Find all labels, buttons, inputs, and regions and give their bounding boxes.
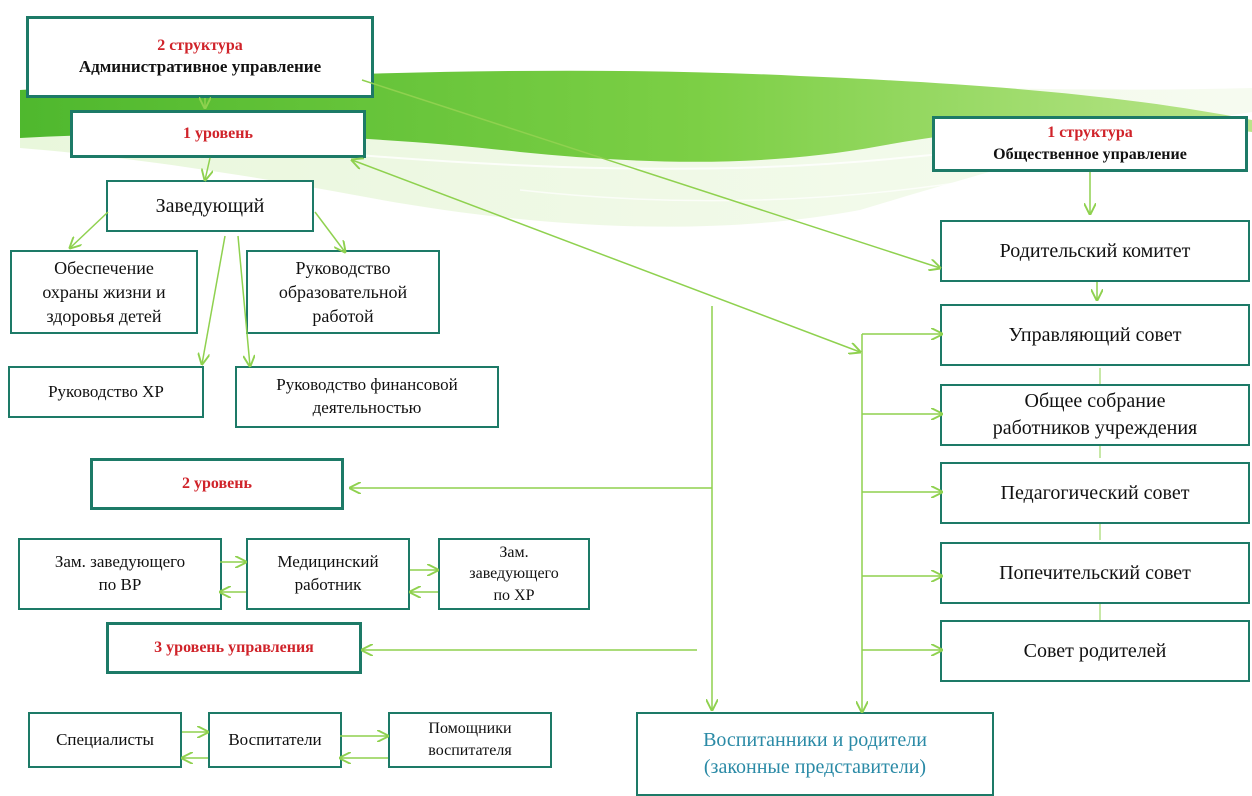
head-box: Заведующий [106,180,314,232]
unit-deputy-vr-box: Зам. заведующего по ВР [18,538,222,610]
body-general-meeting: Общее собрание работников учреждения [940,384,1250,446]
unit-household-box: Руководство ХР [8,366,204,418]
level-1-box: 1 уровень [70,110,366,158]
unit-safety-box: Обеспечение охраны жизни и здоровья дете… [10,250,198,334]
unit-educators-box: Воспитатели [208,712,342,768]
admin-structure-subtitle: Административное управление [78,57,322,77]
unit-medical-box: Медицинский работник [246,538,410,610]
unit-education-box: Руководство образовательной работой [246,250,440,334]
unit-specialists-box: Специалисты [28,712,182,768]
level-3-box: 3 уровень управления [106,622,362,674]
body-trustee-council: Попечительский совет [940,542,1250,604]
body-governing-council: Управляющий совет [940,304,1250,366]
admin-structure-box: 2 структура Административное управление [26,16,374,98]
level-2-box: 2 уровень [90,458,344,510]
admin-structure-title: 2 структура [157,36,243,54]
body-parents-committee: Родительский комитет [940,220,1250,282]
body-parents-council: Совет родителей [940,620,1250,682]
body-pedagogical-council: Педагогический совет [940,462,1250,524]
public-structure-box: 1 структура Общественное управление [932,116,1248,172]
pupils-and-parents-box: Воспитанники и родители (законные предст… [636,712,994,796]
unit-deputy-hr-box: Зам. заведующего по ХР [438,538,590,610]
unit-assistants-box: Помощники воспитателя [388,712,552,768]
public-structure-subtitle: Общественное управление [993,146,1187,163]
public-structure-title: 1 структура [1047,124,1133,142]
unit-finance-box: Руководство финансовой деятельностью [235,366,499,428]
